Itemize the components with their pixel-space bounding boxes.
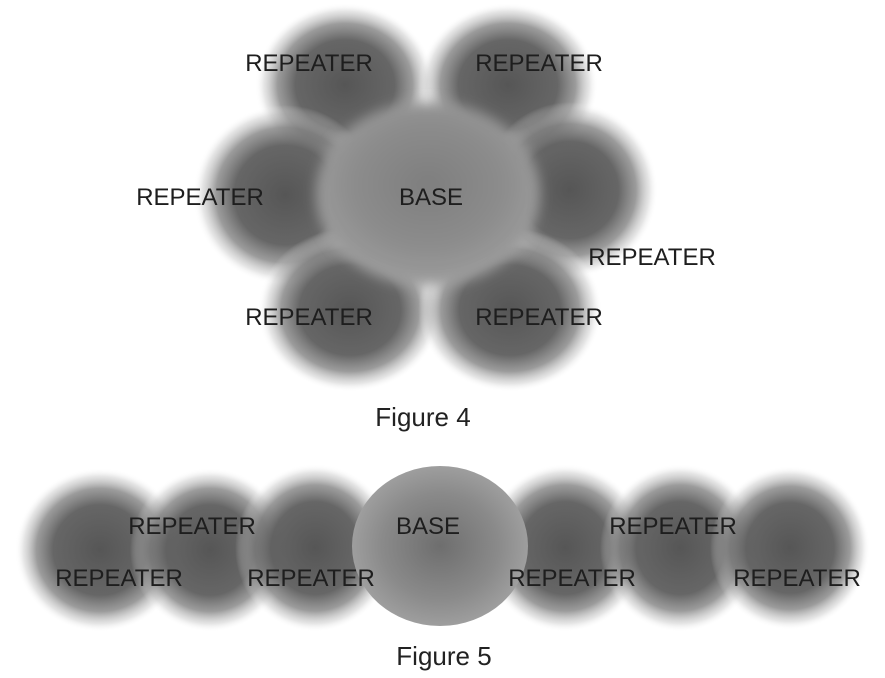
figure5-base-label: BASE xyxy=(396,513,460,540)
figure5-base-node xyxy=(352,466,528,626)
figure5-repeater-label: REPEATER xyxy=(55,565,183,592)
figure-4: REPEATER REPEATER REPEATER BASE REPEATER… xyxy=(136,3,716,432)
figure4-repeater-label: REPEATER xyxy=(245,304,373,331)
figure4-base-node xyxy=(316,102,540,286)
figure5-repeater-node xyxy=(600,464,760,632)
figure4-caption: Figure 4 xyxy=(375,402,470,432)
figure4-repeater-label: REPEATER xyxy=(475,50,603,77)
figure5-repeater-label: REPEATER xyxy=(247,565,375,592)
figure4-repeater-label: REPEATER xyxy=(475,304,603,331)
figure5-repeater-label: REPEATER xyxy=(128,513,256,540)
figure4-repeater-label: REPEATER xyxy=(588,244,716,271)
figure4-repeater-label: REPEATER xyxy=(136,184,264,211)
figure5-repeater-label: REPEATER xyxy=(609,513,737,540)
figure4-base-label: BASE xyxy=(399,184,463,211)
figure-5: REPEATER BASE REPEATER REPEATER REPEATER… xyxy=(15,464,870,671)
figure5-repeater-label: REPEATER xyxy=(508,565,636,592)
figure4-repeater-label: REPEATER xyxy=(245,50,373,77)
figure5-repeater-node xyxy=(710,466,870,630)
figure5-repeater-label: REPEATER xyxy=(733,565,861,592)
figure5-repeater-node xyxy=(483,464,647,632)
figure5-caption: Figure 5 xyxy=(396,641,491,671)
figure5-repeater-node xyxy=(235,464,395,632)
